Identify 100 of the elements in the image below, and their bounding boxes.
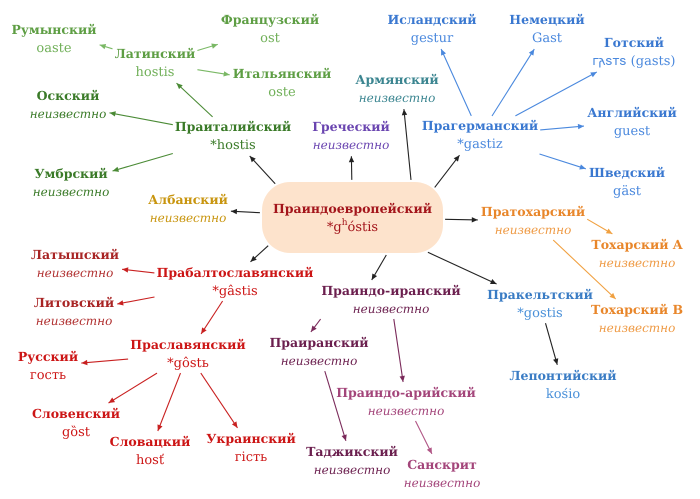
language-name: Пракельтский xyxy=(487,287,593,302)
arrow xyxy=(428,252,497,284)
arrow xyxy=(434,154,460,188)
word-form: hostis xyxy=(136,65,174,80)
word-form: *gôstь xyxy=(167,356,209,371)
word-form: неизвестно xyxy=(598,256,676,271)
language-name: Лепонтийский xyxy=(509,368,617,383)
word-form: gäst xyxy=(613,184,641,199)
arrow xyxy=(108,372,158,404)
language-name: Литовский xyxy=(34,295,114,310)
arrow xyxy=(552,240,616,300)
language-name: Английский xyxy=(587,105,677,120)
word-form: неизвестно xyxy=(30,107,106,122)
arrow xyxy=(402,109,412,180)
arrow xyxy=(176,82,213,118)
language-name: Умбрский xyxy=(34,166,108,181)
language-name: Украинский xyxy=(206,431,296,446)
arrow xyxy=(197,69,230,77)
word-form: gȍst xyxy=(62,425,90,440)
arrow xyxy=(586,218,613,234)
language-name: Оскский xyxy=(36,88,100,103)
arrow xyxy=(539,153,586,170)
word-form: неизвестно xyxy=(312,138,390,153)
arrow xyxy=(348,156,354,180)
word-form: *gastiz xyxy=(457,137,503,152)
language-name: Греческий xyxy=(312,119,390,134)
word-form: неизвестно xyxy=(352,302,430,317)
language-name: Итальянский xyxy=(232,66,332,81)
language-name: Латинский xyxy=(114,46,196,61)
language-name: Латышский xyxy=(30,247,120,262)
arrow xyxy=(440,48,472,116)
language-name: Словацкий xyxy=(110,434,190,449)
language-name: Тохарский B xyxy=(590,302,684,317)
word-form: неизвестно xyxy=(368,404,444,419)
word-form: неизвестно xyxy=(36,266,114,281)
language-name: Исландский xyxy=(388,12,476,27)
arrow xyxy=(515,72,598,116)
word-form: *gâstis xyxy=(212,284,258,299)
arrow xyxy=(99,44,113,50)
arrow xyxy=(492,48,535,116)
word-form: неизвестно xyxy=(280,354,358,369)
word-form: неизвестно xyxy=(598,321,676,336)
word-form: *gostis xyxy=(517,306,563,321)
language-name: Праиндоевропейский xyxy=(272,200,432,216)
language-name: Румынский xyxy=(11,22,97,37)
language-name: Немецкий xyxy=(509,12,585,27)
arrow xyxy=(324,370,347,442)
language-name: Санскрит xyxy=(407,457,477,472)
word-form: *g$^{h}$óstis xyxy=(326,220,378,234)
word-form: *hostis xyxy=(210,138,256,153)
arrow xyxy=(122,267,154,274)
arrow xyxy=(445,217,478,222)
arrow xyxy=(249,156,276,184)
word-form: Gast xyxy=(532,31,562,46)
word-form: 𐌲𐌰𐍃𐍄𐍃 (gasts) xyxy=(592,54,676,69)
language-name: Албанский xyxy=(148,192,228,207)
language-name: Русский xyxy=(18,349,78,364)
arrow xyxy=(157,372,182,432)
language-name: Прабалтославянский xyxy=(156,265,314,280)
arrow xyxy=(250,245,269,262)
word-form: неизвестно xyxy=(150,211,226,226)
arrow xyxy=(200,300,224,334)
language-name: Тохарский A xyxy=(591,237,683,252)
language-name: Праиндо-арийский xyxy=(336,385,476,400)
word-form: неизвестно xyxy=(32,185,110,200)
rounded-box xyxy=(262,182,443,253)
arrow xyxy=(310,318,322,332)
language-name: Таджикский xyxy=(306,444,398,459)
word-form: неизвестно xyxy=(36,314,112,329)
language-name: Армянский xyxy=(355,72,439,87)
word-form: oaste xyxy=(36,41,72,56)
arrow xyxy=(415,420,432,454)
language-name: Словенский xyxy=(32,406,120,421)
word-form: неизвестно xyxy=(358,91,436,106)
arrow xyxy=(230,208,260,214)
word-form: hosť xyxy=(136,453,164,468)
word-form: неизвестно xyxy=(314,463,390,478)
arrow xyxy=(81,358,128,366)
language-name: Праславянский xyxy=(130,337,246,352)
word-form: oste xyxy=(268,85,296,100)
language-name: Прагерманский xyxy=(422,118,538,133)
arrow xyxy=(197,44,218,52)
language-name: Пратохарский xyxy=(480,204,586,219)
word-form: kośio xyxy=(546,387,580,402)
word-form: guest xyxy=(614,124,650,139)
language-name: Шведский xyxy=(589,165,665,180)
language-name: Праиндо-иранский xyxy=(321,283,461,298)
word-form: гость xyxy=(30,368,66,383)
word-form: неизвестно xyxy=(404,476,480,491)
language-name: Готский xyxy=(604,35,664,50)
arrow xyxy=(200,372,238,428)
language-name: Французский xyxy=(220,12,320,27)
arrow xyxy=(544,323,558,365)
arrow xyxy=(109,111,173,126)
language-name: Праиранский xyxy=(269,335,369,350)
arrow xyxy=(371,254,387,280)
language-name: Праиталийский xyxy=(174,119,292,134)
arrow xyxy=(117,296,155,306)
arrow xyxy=(112,152,173,172)
arrow xyxy=(540,124,584,130)
